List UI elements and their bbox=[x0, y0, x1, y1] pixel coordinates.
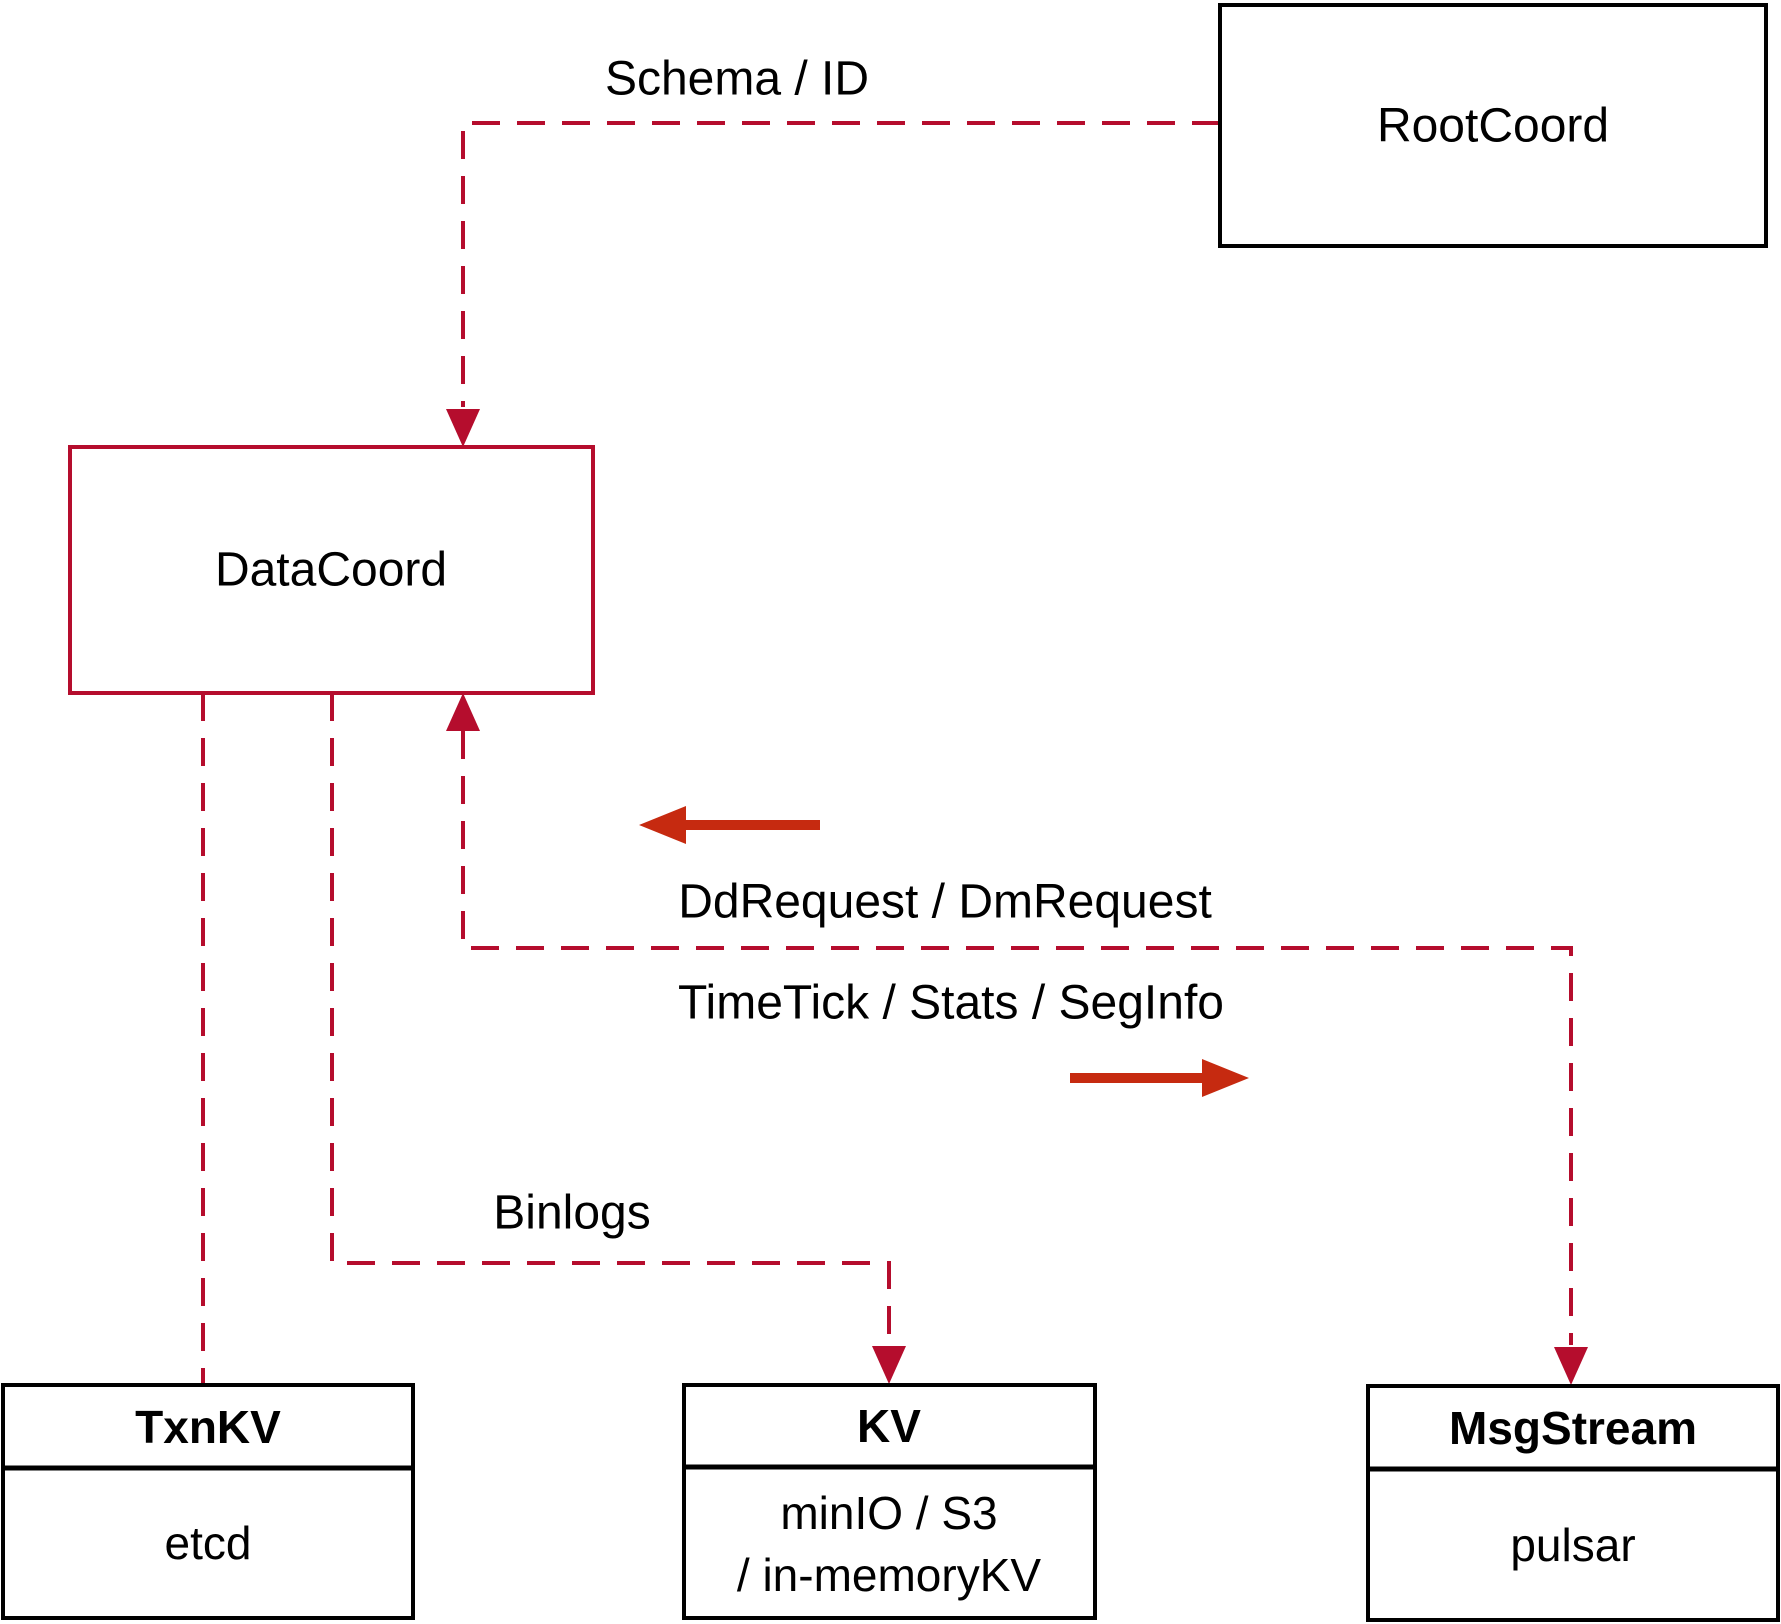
node-datacoord: DataCoord bbox=[68, 445, 595, 695]
arrowhead-down-into-msgstream-top-icon bbox=[1554, 1347, 1588, 1385]
direction-arrow-left-icon bbox=[639, 806, 820, 844]
txnkv-body-label: etcd bbox=[165, 1517, 252, 1569]
direction-arrow-left-shaft bbox=[686, 820, 820, 830]
edge-feedback-channel: DdRequest / DmRequest TimeTick / Stats /… bbox=[446, 693, 1588, 1385]
edge-binlogs-line bbox=[330, 693, 891, 1344]
node-kv: KV minIO / S3 / in-memoryKV bbox=[682, 1383, 1097, 1620]
edge-binlogs: Binlogs bbox=[330, 693, 906, 1384]
txnkv-header-label: TxnKV bbox=[135, 1401, 281, 1453]
datacoord-box bbox=[68, 445, 595, 695]
edge-label-ddrequest-dmrequest: DdRequest / DmRequest bbox=[678, 876, 1212, 929]
node-msgstream: MsgStream pulsar bbox=[1366, 1384, 1780, 1622]
kv-body-line1-label: minIO / S3 bbox=[780, 1487, 997, 1539]
direction-arrow-right-icon bbox=[1070, 1059, 1249, 1097]
direction-arrow-right-shaft bbox=[1070, 1073, 1202, 1083]
node-rootcoord: RootCoord bbox=[1218, 3, 1768, 248]
msgstream-body-label: pulsar bbox=[1510, 1519, 1635, 1571]
arrowhead-down-into-kv-top-icon bbox=[872, 1346, 906, 1384]
edge-schema-id-line bbox=[461, 121, 1220, 407]
edge-label-binlogs: Binlogs bbox=[493, 1187, 650, 1240]
txnkv-box bbox=[1, 1383, 415, 1620]
msgstream-header-label: MsgStream bbox=[1449, 1402, 1697, 1454]
arrowhead-up-into-datacoord-bottom-icon bbox=[446, 693, 480, 731]
datacoord-label: DataCoord bbox=[215, 544, 447, 597]
node-txnkv: TxnKV etcd bbox=[1, 1383, 415, 1620]
edge-feedback-line bbox=[461, 731, 1573, 1345]
kv-body-line2-label: / in-memoryKV bbox=[737, 1549, 1041, 1601]
kv-box bbox=[682, 1383, 1097, 1620]
direction-arrow-right-head bbox=[1202, 1059, 1249, 1097]
arrowhead-down-into-datacoord-top-icon bbox=[446, 409, 480, 447]
msgstream-box bbox=[1366, 1384, 1780, 1622]
edge-schema-id: Schema / ID bbox=[446, 53, 1220, 447]
edge-label-schema-id: Schema / ID bbox=[605, 53, 869, 106]
edge-label-timetick-stats-seginfo: TimeTick / Stats / SegInfo bbox=[678, 977, 1224, 1030]
rootcoord-label: RootCoord bbox=[1377, 100, 1609, 153]
direction-arrow-left-head bbox=[639, 806, 686, 844]
kv-header-label: KV bbox=[857, 1400, 921, 1452]
rootcoord-box bbox=[1218, 3, 1768, 248]
